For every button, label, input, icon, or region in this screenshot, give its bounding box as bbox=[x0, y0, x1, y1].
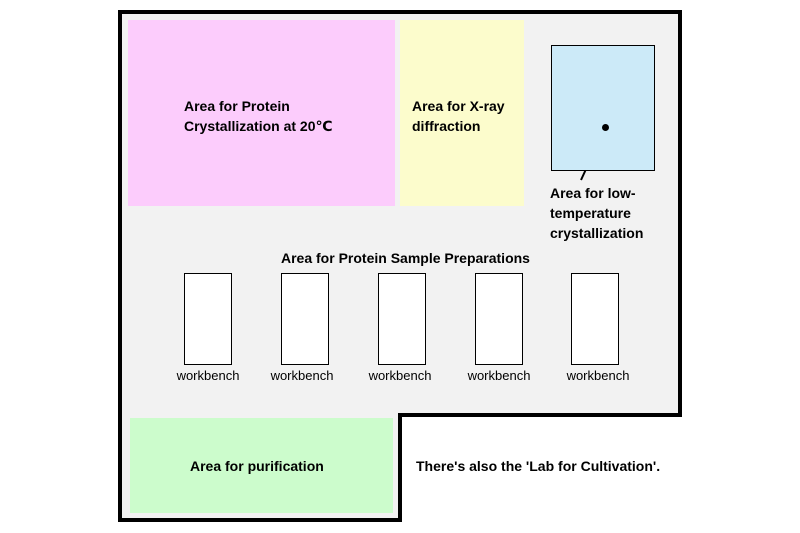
workbench-label-4: workbench bbox=[467, 368, 531, 383]
workbench-5 bbox=[571, 273, 619, 365]
workbench-3 bbox=[378, 273, 426, 365]
sample-preparation-label: Area for Protein Sample Preparations bbox=[281, 250, 530, 266]
workbench-2 bbox=[281, 273, 329, 365]
xray-diffraction-area bbox=[400, 20, 524, 206]
low-temperature-area bbox=[551, 45, 655, 171]
purification-label: Area for purification bbox=[190, 458, 324, 474]
workbench-label-2: workbench bbox=[270, 368, 334, 383]
workbench-1 bbox=[184, 273, 232, 365]
low-temperature-label: Area for low-temperature crystallization bbox=[550, 185, 644, 241]
workbench-label-5: workbench bbox=[566, 368, 630, 383]
crystallization-20c-label: Area for Protein Crystallization at 20℃ bbox=[184, 98, 333, 134]
xray-diffraction-label: Area for X-ray diffraction bbox=[412, 98, 505, 134]
purification-area bbox=[130, 418, 393, 513]
workbench-label-3: workbench bbox=[368, 368, 432, 383]
crystallization-20c-area bbox=[128, 20, 395, 206]
low-temp-pointer-dot bbox=[602, 124, 609, 131]
workbench-4 bbox=[475, 273, 523, 365]
cultivation-note: There's also the 'Lab for Cultivation'. bbox=[416, 458, 661, 474]
workbench-label-1: workbench bbox=[176, 368, 240, 383]
